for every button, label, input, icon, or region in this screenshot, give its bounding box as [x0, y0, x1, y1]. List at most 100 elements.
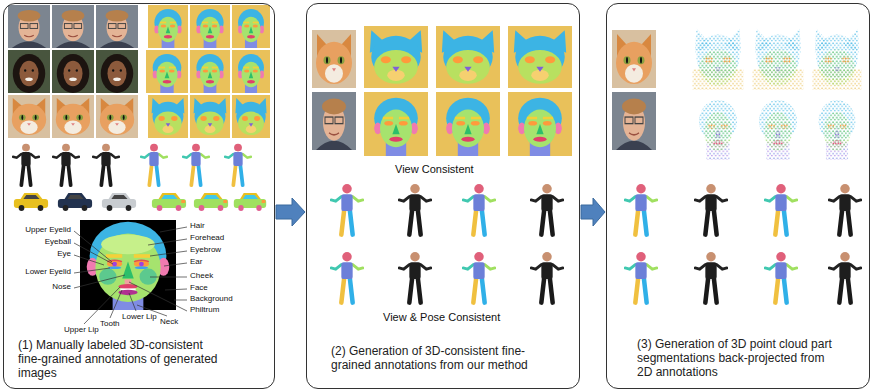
- art-use: [612, 30, 656, 88]
- art-line: [148, 239, 187, 245]
- art-use: [693, 29, 744, 91]
- view-label: View Consistent: [395, 163, 474, 175]
- art-ellipse: [99, 269, 116, 285]
- leader-lines: [74, 227, 187, 324]
- art-use: [819, 100, 856, 160]
- art-line: [84, 287, 120, 324]
- art-use: [190, 95, 230, 138]
- art-use: [8, 50, 50, 93]
- art-ellipse: [95, 234, 160, 302]
- art-line: [129, 293, 136, 311]
- art-use: [102, 193, 136, 211]
- art-line: [74, 275, 125, 288]
- art-use: [312, 30, 356, 88]
- part-label: Lower Eyelid: [25, 268, 71, 277]
- art-line: [74, 243, 113, 264]
- part-label: Philtrum: [190, 306, 219, 315]
- art-use: [812, 29, 861, 91]
- art-use: [436, 92, 500, 156]
- part-label: Eyeball: [45, 238, 71, 247]
- art-use: [625, 252, 657, 303]
- art-use: [625, 184, 657, 235]
- art-use: [695, 184, 727, 235]
- art-use: [96, 95, 138, 138]
- art-use: [234, 193, 266, 211]
- labeled-face-segmentation: [80, 220, 176, 310]
- block-arrow: [581, 198, 605, 226]
- photo-grid: [8, 5, 138, 138]
- art-use: [399, 252, 431, 303]
- art-use: [829, 184, 861, 235]
- art-circle: [139, 262, 144, 267]
- part-label: Lower Lip: [122, 313, 157, 322]
- art-use: [232, 95, 270, 138]
- art-use: [52, 5, 94, 48]
- panel-caption: (2) Generation of 3D-consistent fine-gra…: [331, 344, 541, 372]
- art-line: [174, 300, 187, 301]
- art-use: [695, 252, 727, 303]
- art-use: [508, 26, 572, 88]
- art-ellipse: [134, 261, 149, 267]
- panel-box: (3) Generation of 3D point cloud part se…: [606, 3, 870, 389]
- art-use: [52, 95, 94, 138]
- part-label: Face: [190, 284, 208, 293]
- art-line: [129, 282, 187, 311]
- part-label: Tooth: [100, 320, 120, 329]
- art-use: [765, 184, 797, 235]
- art-line: [160, 227, 187, 232]
- art-line: [74, 255, 104, 265]
- art-line: [74, 268, 110, 273]
- part-label: Forehead: [190, 234, 224, 243]
- art-use: [829, 252, 861, 303]
- part-label: Neck: [160, 318, 178, 327]
- art-use: [531, 184, 563, 235]
- art-line: [164, 263, 187, 266]
- art-use: [225, 144, 251, 186]
- art-use: [8, 95, 50, 138]
- art-use: [331, 184, 363, 235]
- art-line: [74, 231, 112, 262]
- art-use: [146, 50, 188, 93]
- art-rect: [106, 254, 122, 258]
- art-use: [759, 100, 797, 160]
- art-use: [93, 144, 119, 186]
- art-use: [436, 26, 500, 88]
- part-label: Nose: [52, 283, 71, 292]
- art-use: [96, 50, 138, 93]
- segmentation-grid: [146, 5, 270, 138]
- art-use: [331, 252, 363, 303]
- art-use: [13, 144, 39, 186]
- art-rect: [80, 220, 176, 310]
- panel-box: (1) Manually labeled 3D-consistent fine-…: [3, 3, 275, 389]
- art-use: [183, 144, 209, 186]
- art-use: [753, 29, 804, 91]
- part-label: Cheek: [190, 272, 213, 281]
- part-label: Upper Eyelid: [25, 226, 71, 235]
- panel-caption: (3) Generation of 3D point cloud part se…: [637, 337, 837, 379]
- part-label: Ear: [190, 258, 202, 267]
- art-use: [463, 252, 495, 303]
- art-line: [165, 289, 187, 290]
- art-use: [148, 5, 188, 48]
- art-use: [14, 193, 48, 211]
- part-label: Background: [190, 295, 233, 304]
- art-rect: [134, 254, 150, 258]
- art-use: [232, 50, 270, 93]
- art-use: [399, 184, 431, 235]
- art-line: [150, 251, 187, 256]
- block-arrow: [276, 198, 305, 226]
- art-use: [194, 193, 228, 211]
- human-figures: [13, 144, 251, 186]
- art-use: [699, 100, 737, 160]
- part-label: Hair: [190, 222, 205, 231]
- panel-box: (2) Generation of 3D-consistent fine-gra…: [306, 3, 580, 389]
- art-use: [190, 5, 230, 48]
- art-ellipse: [101, 234, 155, 254]
- art-use: [364, 92, 428, 156]
- art-ellipse: [135, 266, 148, 269]
- art-use: [190, 50, 230, 93]
- part-label: Eye: [57, 250, 71, 259]
- view-label: View & Pose Consistent: [383, 311, 500, 323]
